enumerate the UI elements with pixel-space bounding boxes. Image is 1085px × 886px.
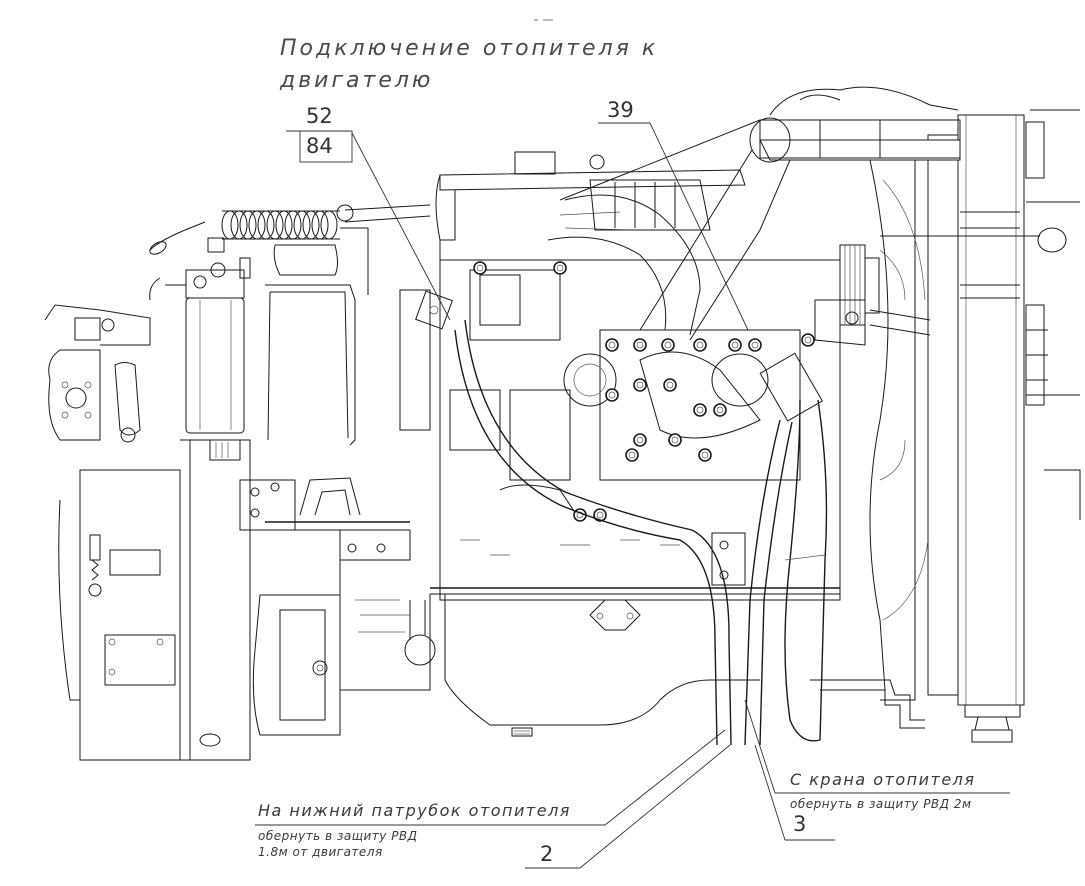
bolt-center: [731, 341, 739, 349]
bolt-center: [666, 381, 674, 389]
engine-block: [430, 151, 841, 601]
coil-winding: [302, 210, 320, 240]
callout-3: 3: [793, 812, 807, 836]
drawing-title-line2: двигателю: [280, 68, 434, 93]
air-intake-pipe: [559, 86, 961, 341]
sheet-mark: [534, 6, 556, 21]
bolt-center: [671, 436, 679, 444]
coil-winding: [230, 210, 248, 240]
coil-winding: [320, 210, 338, 240]
radiator-assembly: [880, 109, 1081, 743]
bolt-center: [636, 341, 644, 349]
bolt-head: [663, 378, 677, 392]
bolt-center: [701, 451, 709, 459]
bolt-head: [698, 448, 712, 462]
fan-pulley: [814, 244, 880, 346]
engine-mount-front: [711, 532, 925, 729]
bolt-head: [605, 388, 619, 402]
bolt-head: [728, 338, 742, 352]
coil-winding: [284, 210, 302, 240]
fan-shroud: [869, 154, 931, 701]
bolt-center: [636, 436, 644, 444]
hydraulic-valve-block: [44, 304, 151, 443]
heater-hose-upper: [744, 419, 793, 746]
bolt-center: [664, 341, 672, 349]
note-lower-hose-heading: На нижний патрубок отопителя: [258, 801, 571, 820]
bolts: [473, 261, 815, 522]
coil-winding: [293, 210, 311, 240]
bolt-head: [713, 403, 727, 417]
bolt-center: [556, 264, 564, 272]
coil-winding: [275, 210, 293, 240]
note-2-leader-b: [579, 744, 731, 869]
note-lower-hose-line2: 1.8м от двигателя: [258, 845, 383, 859]
bolt-head: [633, 433, 647, 447]
callout-39-leader: [649, 122, 749, 331]
bolt-center: [716, 406, 724, 414]
bolt-center: [751, 341, 759, 349]
engine-mount: [239, 477, 436, 666]
bolt-head: [801, 333, 815, 347]
bolt-head: [593, 508, 607, 522]
callout-39: 39: [607, 98, 634, 122]
bolt-center: [608, 391, 616, 399]
bolt-head: [633, 338, 647, 352]
bolt-head: [633, 378, 647, 392]
coiled-hose: [221, 210, 340, 240]
bolt-head: [748, 338, 762, 352]
bolt-head: [693, 338, 707, 352]
fuel-filter: [149, 237, 251, 461]
coil-winding: [257, 210, 275, 240]
coil-winding: [311, 210, 329, 240]
bolt-center: [804, 336, 812, 344]
bolt-head: [473, 261, 487, 275]
coil-winding: [266, 210, 284, 240]
bolt-center: [576, 511, 584, 519]
bolt-center: [696, 341, 704, 349]
bolt-head: [605, 338, 619, 352]
coil-winding: [248, 210, 266, 240]
bolt-head: [661, 338, 675, 352]
callout-2: 2: [540, 842, 554, 866]
bolt-head: [553, 261, 567, 275]
bolt-head: [668, 433, 682, 447]
note-2-leader-a: [604, 729, 726, 826]
bolt-head: [625, 448, 639, 462]
bolt-center: [636, 381, 644, 389]
coil-winding: [239, 210, 257, 240]
oil-pan: [444, 594, 760, 737]
hose-bracket: [149, 204, 431, 446]
callout-84: 84: [306, 134, 333, 158]
note-heater-valve-heading: С крана отопителя: [790, 770, 976, 789]
bolt-center: [696, 406, 704, 414]
bolt-center: [476, 264, 484, 272]
drawing-title-line1: Подключение отопителя к: [280, 36, 659, 61]
coil-winding: [221, 210, 239, 240]
starter-area: [339, 289, 453, 691]
coil-outline: [222, 210, 340, 240]
bolt-center: [628, 451, 636, 459]
intake-hose: [547, 194, 701, 336]
gearbox: [58, 439, 341, 761]
bolt-center: [596, 511, 604, 519]
callout-84-box: [299, 130, 353, 163]
note-lower-hose-line1: обернуть в защиту РВД: [258, 829, 418, 843]
bolt-head: [693, 403, 707, 417]
callout-52-leader: [351, 132, 451, 321]
callout-leaders: [255, 122, 1010, 869]
note-3-leader-b: [754, 744, 786, 841]
note-3-leader-a: [744, 699, 776, 794]
coolant-pipe: [784, 399, 828, 742]
note-heater-valve-line1: обернуть в защиту РВД 2м: [790, 797, 972, 811]
bolt-center: [608, 341, 616, 349]
heater-hose-lower: [454, 319, 732, 746]
callout-52: 52: [306, 104, 333, 128]
